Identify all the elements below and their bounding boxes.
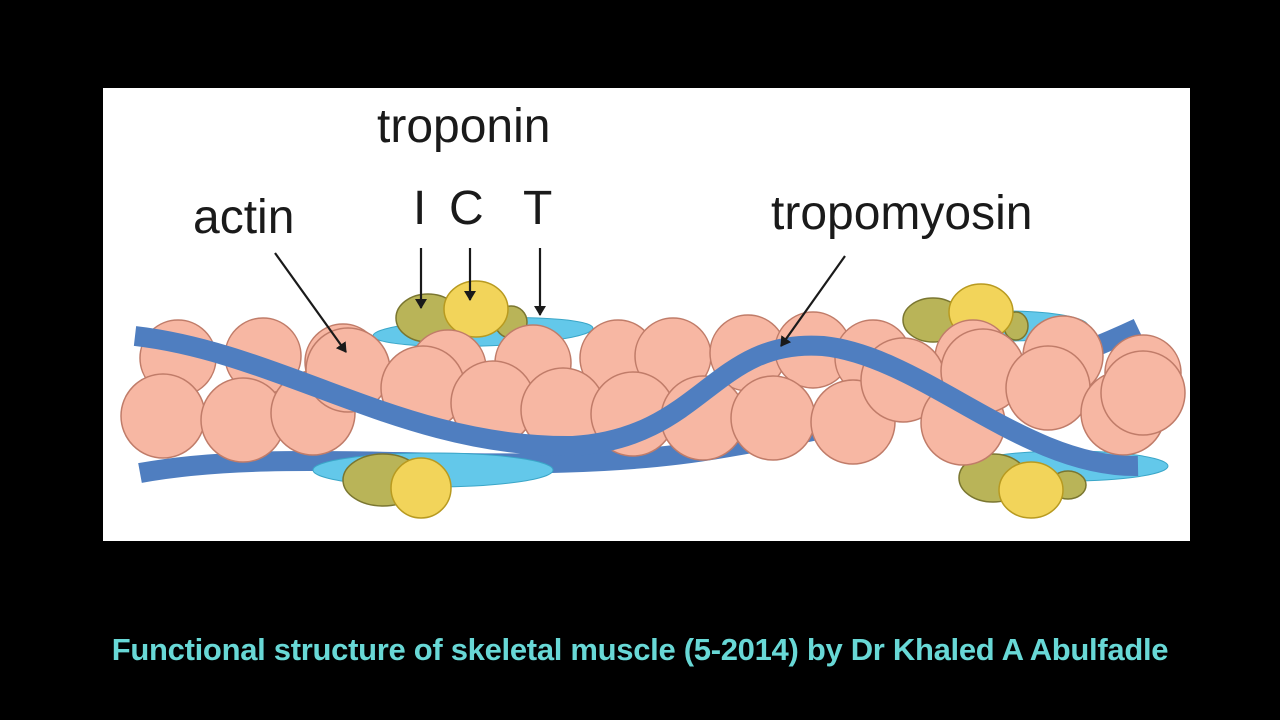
- video-caption: Functional structure of skeletal muscle …: [111, 632, 1169, 667]
- troponin-c-label: C: [449, 182, 484, 235]
- tropomyosin-strand-front: [133, 326, 1139, 477]
- actin-label: actin: [193, 191, 294, 244]
- troponin-label: troponin: [377, 100, 550, 153]
- tropomyosin-arrow: [780, 255, 846, 347]
- troponin-c-bottom: [390, 457, 452, 519]
- thin-filament-diagram: troponin actin I C T tropomyosin: [120, 100, 1186, 519]
- troponin-c-right-bottom: [998, 461, 1064, 519]
- diagram-panel: troponin actin I C T tropomyosin: [103, 88, 1190, 541]
- troponin-t-label: T: [523, 182, 552, 235]
- tropomyosin-label: tropomyosin: [771, 187, 1032, 240]
- troponin-i-label: I: [413, 182, 426, 235]
- label-arrows: [274, 248, 846, 353]
- troponin-c-top: [443, 280, 509, 338]
- actin-arrow: [274, 252, 347, 353]
